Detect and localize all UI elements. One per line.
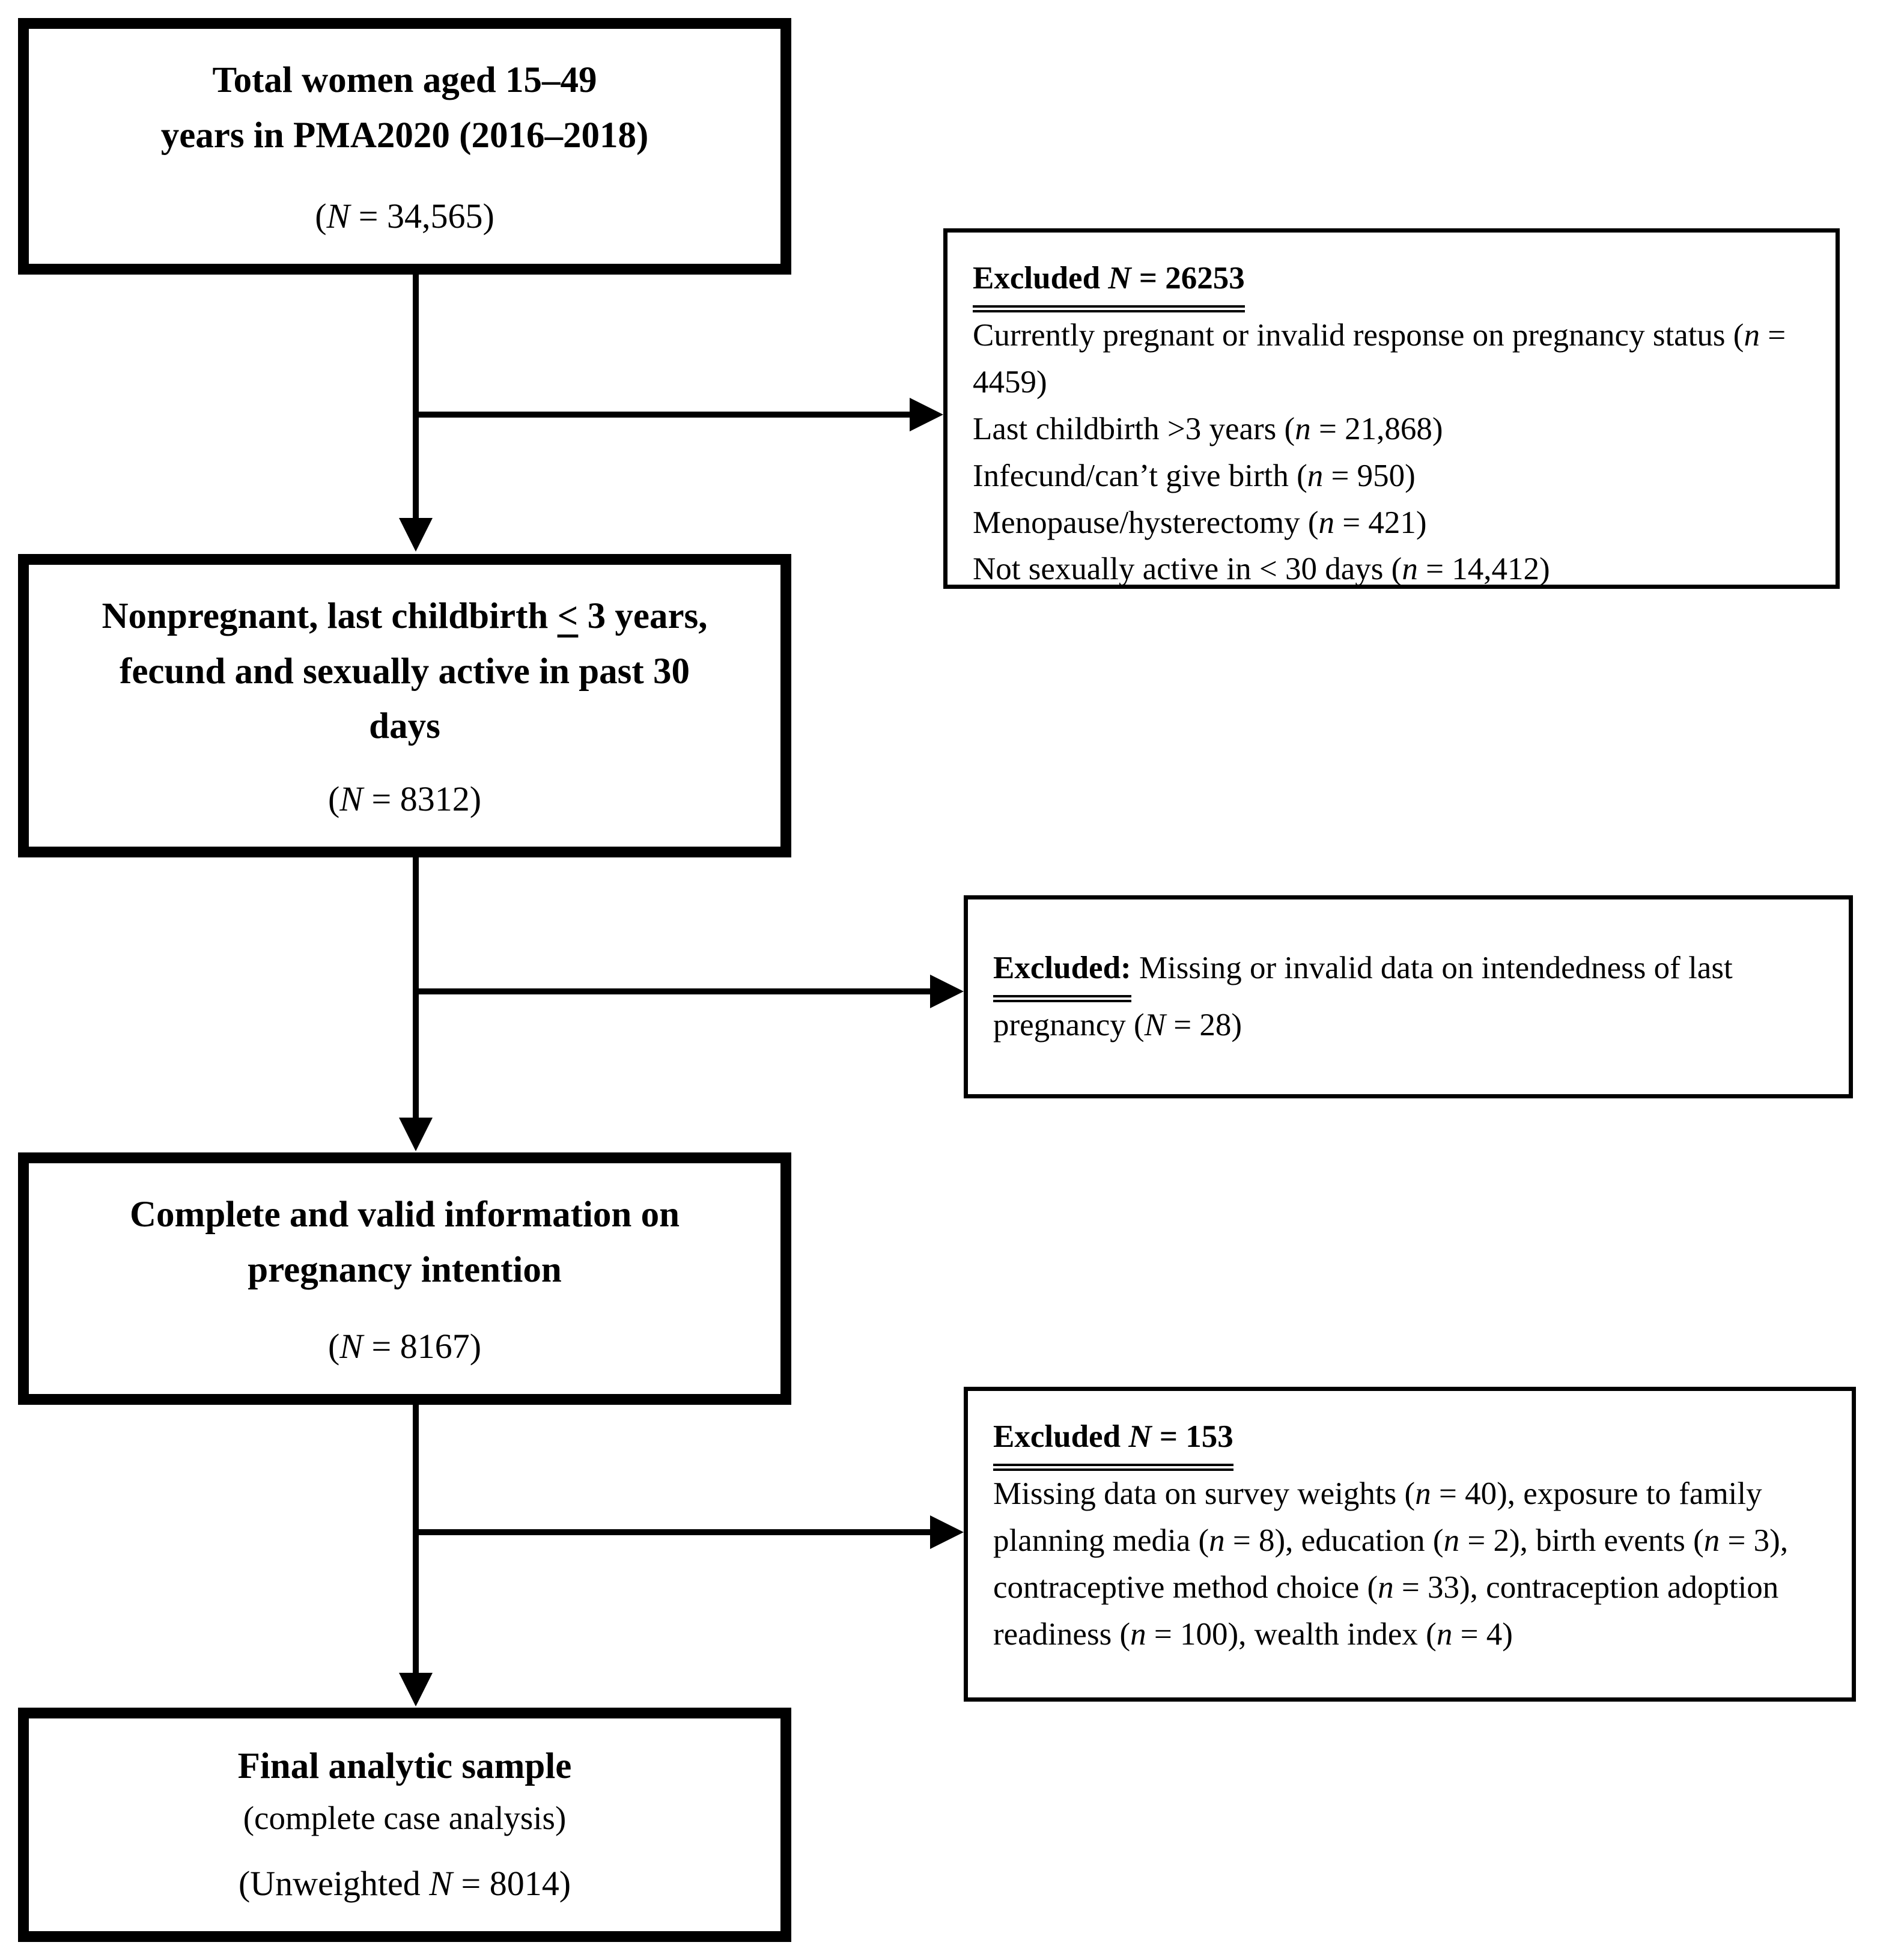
arrow-line-to-exclusion-1 (416, 412, 911, 418)
arrowhead-down-icon (399, 1673, 433, 1706)
arrowhead-right-icon (930, 1515, 964, 1549)
excl-box-initial-exclusions: Excluded N = 26253 Currently pregnant or… (943, 228, 1840, 589)
excl-box-missing-intendedness: Excluded: Missing or invalid data on int… (964, 895, 1853, 1098)
title-subtitle: (complete case analysis) (243, 1799, 567, 1836)
sample-size-label: (N = 8312) (327, 779, 482, 818)
flow-box-title: Complete and valid information on pregna… (130, 1163, 680, 1297)
arrowhead-down-icon (399, 1118, 433, 1151)
excl-box-missing-covariates: Excluded N = 153 Missing data on survey … (964, 1387, 1856, 1702)
flow-box-title: Final analytic sample (complete case ana… (238, 1718, 572, 1842)
title-line: Total women aged 15–49 (212, 60, 597, 100)
excl-item: Missing data on survey weights (n = 40),… (993, 1476, 1789, 1652)
arrow-line-to-exclusion-3 (416, 1529, 932, 1535)
flow-box-valid-pregnancy-intention: Complete and valid information on pregna… (18, 1152, 791, 1405)
flow-box-final-analytic-sample: Final analytic sample (complete case ana… (18, 1708, 791, 1942)
excl-item: Not sexually active in < 30 days (n = 14… (973, 552, 1550, 587)
excl-text: Missing or invalid data on intendedness … (993, 950, 1733, 1042)
excl-item: Currently pregnant or invalid response o… (973, 317, 1786, 400)
sample-size-label: (N = 34,565) (315, 196, 494, 236)
flow-box-title: Nonpregnant, last childbirth < 3 years, … (102, 565, 707, 754)
arrowhead-right-icon (930, 975, 964, 1008)
excl-item: Infecund/can’t give birth (n = 950) (973, 458, 1416, 493)
excl-item: Menopause/hysterectomy (n = 421) (973, 505, 1427, 540)
arrow-line-box3-to-box4 (413, 1405, 419, 1675)
title-line: Final analytic sample (237, 1746, 572, 1786)
flow-box-title: Total women aged 15–49 years in PMA2020 … (161, 29, 649, 163)
flow-box-total-women: Total women aged 15–49 years in PMA2020 … (18, 18, 791, 275)
title-line: fecund and sexually active in past 30 (120, 651, 690, 692)
excl-heading: Excluded N = 153 (993, 1414, 1828, 1471)
excl-heading: Excluded: (993, 951, 1131, 1002)
excl-item: Last childbirth >3 years (n = 21,868) (973, 411, 1443, 446)
arrowhead-right-icon (910, 398, 943, 431)
title-line: pregnancy intention (248, 1249, 562, 1290)
sample-size-label: (Unweighted N = 8014) (238, 1864, 571, 1903)
title-line: years in PMA2020 (2016–2018) (160, 115, 649, 156)
title-line: Complete and valid information on (129, 1195, 680, 1235)
title-line: days (369, 706, 440, 746)
arrowhead-down-icon (399, 518, 433, 552)
sample-size-label: (N = 8167) (327, 1327, 482, 1366)
excl-heading: Excluded N = 26253 (973, 255, 1811, 312)
excl-item: Excluded: Missing or invalid data on int… (993, 945, 1825, 1049)
arrow-line-box1-to-box2 (413, 275, 419, 519)
title-line: Nonpregnant, last childbirth < 3 years, (102, 596, 708, 636)
flow-box-nonpregnant-eligible: Nonpregnant, last childbirth < 3 years, … (18, 554, 791, 857)
arrow-line-to-exclusion-2 (416, 988, 932, 994)
